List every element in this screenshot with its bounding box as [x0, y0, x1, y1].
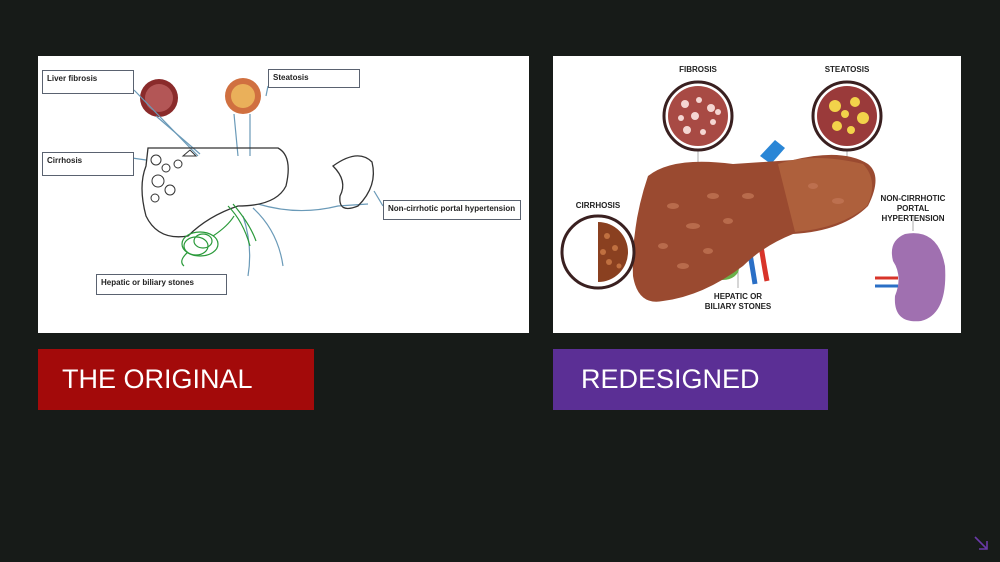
label-stones: Hepatic or biliary stones	[96, 274, 227, 295]
label-portal-line1: NON-CIRRHOTIC	[880, 194, 946, 203]
label-liver-fibrosis: Liver fibrosis	[42, 70, 134, 94]
label-steatosis: Steatosis	[268, 69, 360, 88]
biliary-scribble	[181, 203, 257, 267]
arrow-down-right-icon[interactable]	[972, 534, 990, 552]
spleen-illustration	[891, 233, 946, 322]
label-portal-hypertension: Non-cirrhotic portal hypertension	[383, 200, 521, 220]
spleen-sketch	[331, 155, 375, 210]
sketch-drawing	[131, 78, 384, 277]
label-stones-line2: BILIARY STONES	[704, 302, 772, 311]
original-banner: THE ORIGINAL	[38, 349, 314, 410]
label-cirrhosis: Cirrhosis	[42, 152, 134, 176]
liver-sketch	[141, 147, 289, 238]
redesigned-illustration-panel: FIBROSIS STEATOSIS CIRRHOSIS NON-CIRRHOT…	[553, 56, 961, 333]
label-fibrosis: FIBROSIS	[679, 65, 717, 74]
label-stones-new: HEPATIC OR BILIARY STONES	[701, 292, 775, 312]
liver-illustration	[560, 80, 946, 322]
label-portal-line2: PORTAL HYPERTENSION	[881, 204, 945, 223]
label-portal-hypertension-new: NON-CIRRHOTIC PORTAL HYPERTENSION	[865, 194, 961, 224]
label-cirrhosis-new: CIRRHOSIS	[575, 201, 621, 210]
label-stones-line1: HEPATIC OR	[713, 292, 763, 301]
original-sketch-panel: Liver fibrosis Steatosis Cirrhosis Non-c…	[38, 56, 529, 333]
vein-illustration	[760, 140, 785, 164]
label-steatosis-new: STEATOSIS	[824, 65, 870, 74]
redesigned-banner: REDESIGNED	[553, 349, 828, 410]
